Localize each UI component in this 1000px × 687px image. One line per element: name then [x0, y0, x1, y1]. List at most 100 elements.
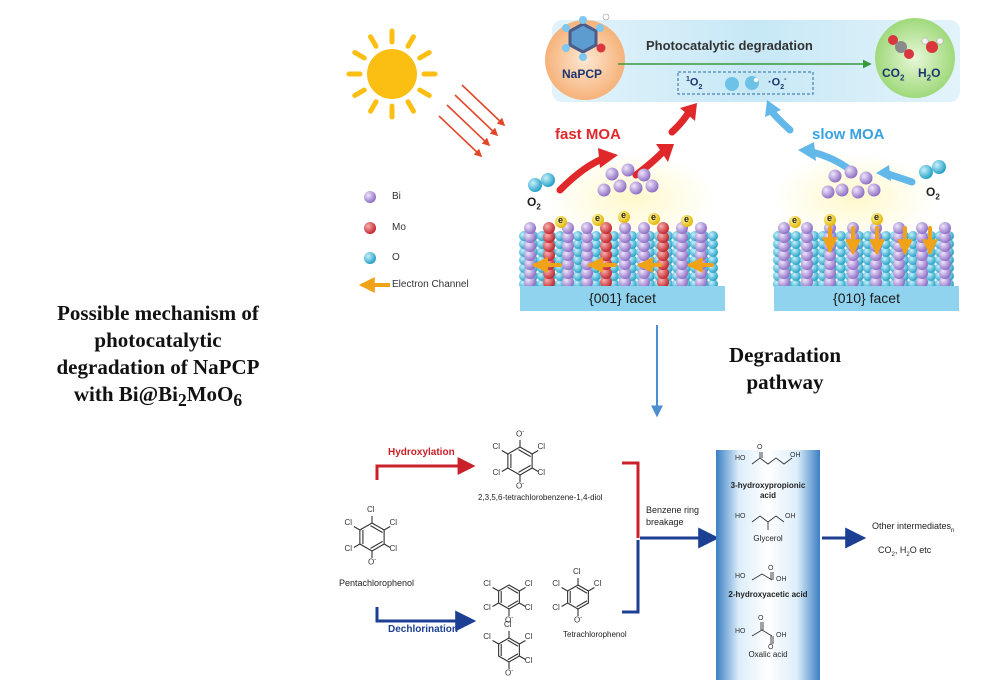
o-atom — [908, 255, 918, 265]
legend-symbols — [358, 191, 390, 293]
bi-atom — [778, 267, 790, 279]
bi-atom — [835, 183, 849, 197]
bi-atom — [916, 276, 928, 288]
atom-label: O- — [516, 429, 525, 439]
bi-atom — [801, 222, 813, 234]
intermediates-column — [716, 450, 820, 680]
o-atom — [881, 263, 891, 273]
legend-o-label: O — [392, 252, 400, 263]
atom-label: Cl — [524, 632, 533, 641]
caption-line-1: Possible mechanism of — [57, 301, 259, 325]
electron-icon — [555, 216, 567, 228]
atom-label: OH — [785, 513, 796, 520]
legend-mo-label: Mo — [392, 222, 406, 233]
bi-atom — [824, 267, 836, 279]
atom-label: O — [757, 444, 763, 451]
mo-atom — [543, 231, 555, 243]
bi-atom — [847, 258, 859, 270]
o2-molecule-right-icon — [919, 160, 946, 179]
caption-line-4: with Bi@Bi2MoO6 — [73, 382, 243, 411]
bi-atom — [847, 276, 859, 288]
bi-atom — [613, 179, 627, 193]
atom-label: O — [768, 644, 774, 651]
mo-atom — [600, 222, 612, 234]
bi-atom — [676, 231, 688, 243]
bi-atom — [597, 183, 611, 197]
bi-atom — [562, 267, 574, 279]
product-circle — [875, 18, 955, 98]
atom-label: HO — [735, 455, 746, 462]
electron-label: e — [595, 213, 601, 223]
o-atom — [708, 239, 718, 249]
bi-atom — [916, 222, 928, 234]
top-banner — [545, 13, 960, 102]
electron-label: e — [874, 212, 880, 222]
electron-icon — [824, 214, 836, 226]
superoxide-label: ·O2- — [768, 76, 787, 91]
bi-atom — [778, 276, 790, 288]
electron-label: e — [792, 215, 798, 225]
electron-label: e — [621, 210, 627, 220]
bi-atom — [638, 222, 650, 234]
bi-atom — [581, 231, 593, 243]
bi-atom — [524, 276, 536, 288]
atom-label: Cl — [344, 518, 353, 527]
atom-label: Cl — [504, 620, 512, 629]
intermediate-2-hydroxyacetic: 2-hydroxyacetic acid — [728, 590, 808, 599]
o-atom — [591, 271, 601, 281]
bi-atom — [605, 167, 619, 181]
bi-atom — [870, 276, 882, 288]
bi-atom — [824, 258, 836, 270]
co2-molecule-icon — [888, 35, 914, 59]
o-atom — [881, 231, 891, 241]
electrons-right — [789, 213, 883, 228]
h2o-label: H2O — [918, 66, 941, 83]
napcp-molecule-icon — [568, 22, 598, 54]
o-atom — [573, 255, 583, 265]
o-atom — [573, 263, 583, 273]
bi-atom — [524, 231, 536, 243]
bi-atom — [619, 258, 631, 270]
o2-molecule-left-icon — [528, 173, 555, 192]
bi-atom — [638, 240, 650, 252]
facet-bar-010 — [774, 286, 959, 311]
bi-atom — [939, 231, 951, 243]
atom-label: HO — [735, 628, 746, 635]
bi-atom — [801, 276, 813, 288]
slow-moa-label: slow MOA — [812, 126, 885, 143]
bi-atom — [939, 249, 951, 261]
bi-atom — [676, 267, 688, 279]
atom-label: Cl — [344, 544, 353, 553]
atom-label: Cl — [537, 442, 546, 451]
bi-atom — [847, 267, 859, 279]
o-atom — [791, 247, 801, 257]
bi-atom — [821, 185, 835, 199]
bi-atom — [939, 240, 951, 252]
electrons-left — [555, 211, 693, 228]
bi-atom — [524, 240, 536, 252]
o-atom — [836, 263, 846, 273]
atom-label: O — [768, 565, 774, 572]
atom-label: Cl — [524, 656, 533, 665]
o-atom — [908, 263, 918, 273]
bi-atom — [801, 249, 813, 261]
bi-atom — [893, 276, 905, 288]
h2o-molecule-icon — [921, 37, 944, 53]
bi-atom — [939, 258, 951, 270]
o-atom — [791, 255, 801, 265]
bi-atom — [676, 240, 688, 252]
hydroxylation-label: Hydroxylation — [388, 447, 455, 458]
mo-atom — [543, 222, 555, 234]
atom-label: OH — [776, 632, 787, 639]
bi-atom — [637, 168, 651, 182]
electron-label: e — [558, 215, 564, 225]
o-atom — [881, 271, 891, 281]
bi-atom — [939, 267, 951, 279]
bi-atom — [562, 240, 574, 252]
bi-atom — [695, 231, 707, 243]
bi-atom — [638, 231, 650, 243]
intermediate-structures — [751, 452, 793, 644]
left-facet-glow — [547, 153, 717, 243]
bi-atom — [695, 222, 707, 234]
